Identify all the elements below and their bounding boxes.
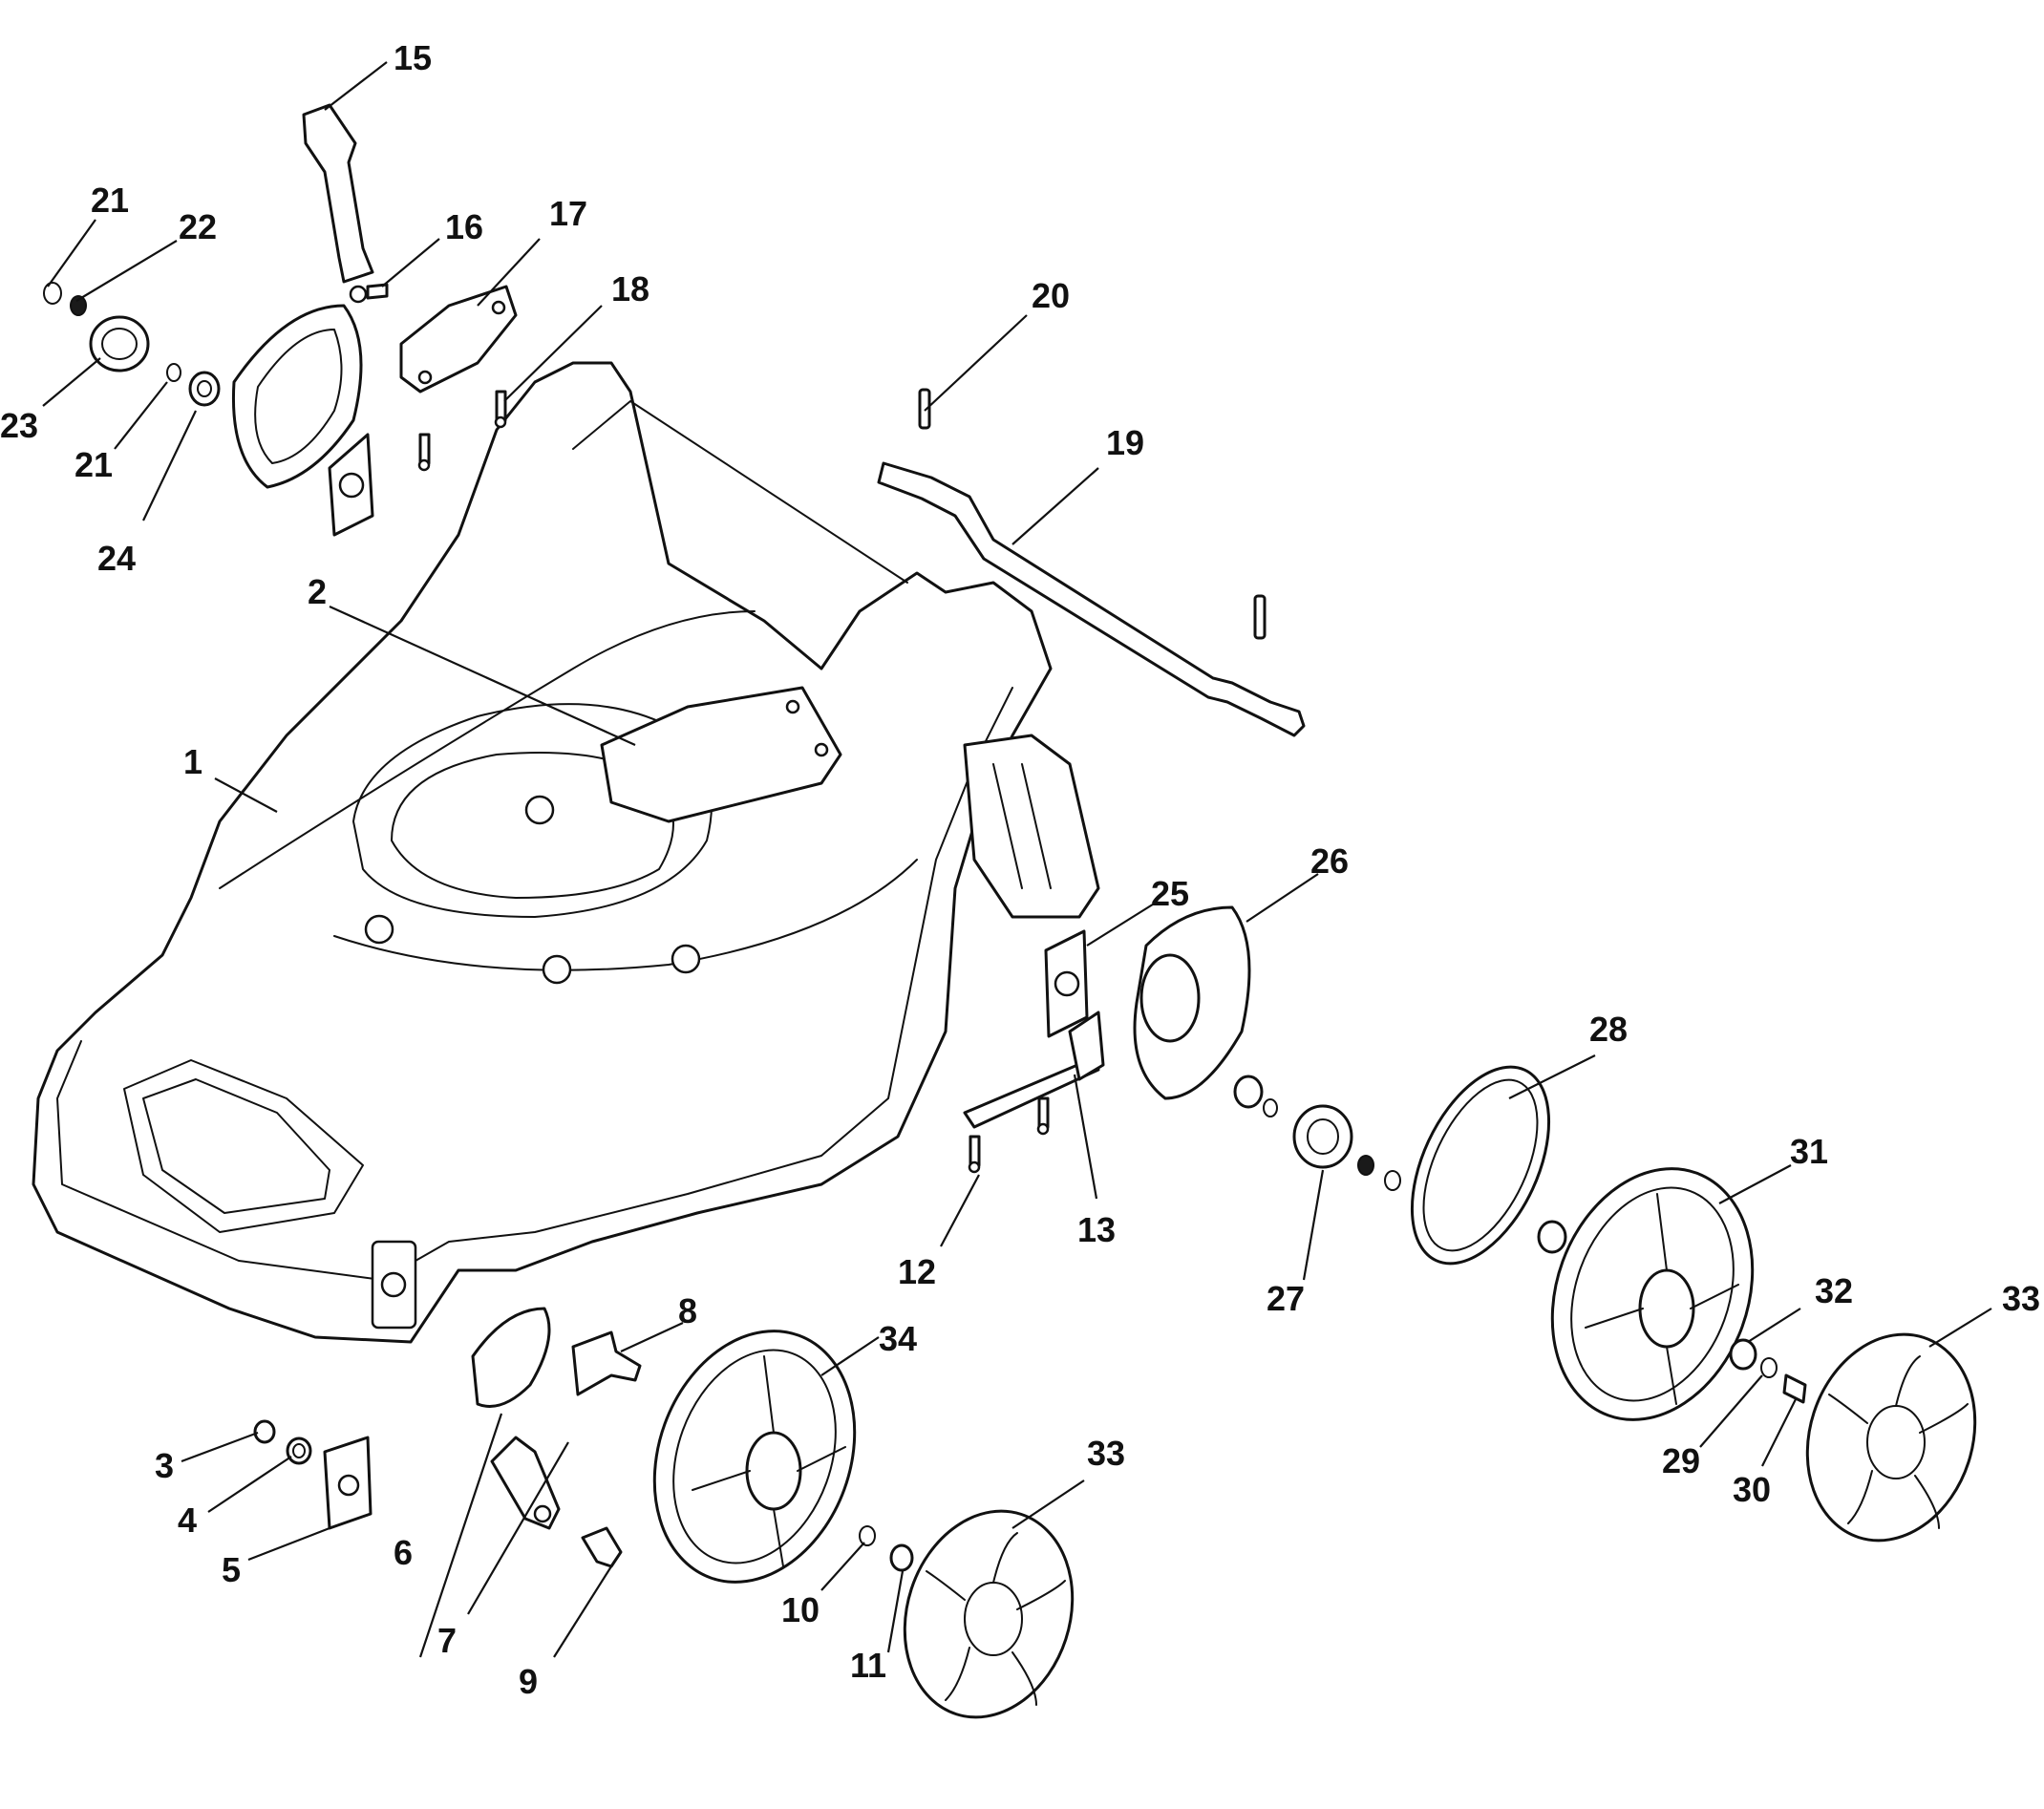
- callout-25: 25: [1151, 874, 1189, 913]
- circlip-21-b: [166, 363, 181, 382]
- callout-6: 6: [394, 1533, 413, 1572]
- callout-8: 8: [678, 1291, 697, 1330]
- callout-29: 29: [1662, 1441, 1700, 1480]
- callout-22: 22: [179, 207, 217, 246]
- callout-17: 17: [549, 194, 587, 233]
- screw-18: [494, 390, 507, 429]
- bolt-9: [581, 1526, 623, 1568]
- rear-axle-rod-19: [877, 461, 1306, 737]
- front-wheel-34: [652, 1330, 857, 1584]
- callout-33-right: 33: [2002, 1279, 2040, 1318]
- mower-deck: [32, 361, 1100, 1344]
- nut-11: [889, 1543, 914, 1572]
- callout-5: 5: [222, 1550, 241, 1589]
- callout-21-lower: 21: [75, 445, 113, 484]
- bolt-30: [1782, 1373, 1807, 1404]
- axle-8: [571, 1330, 642, 1396]
- callout-13: 13: [1077, 1210, 1116, 1249]
- callout-28: 28: [1589, 1010, 1628, 1049]
- callout-1: 1: [183, 742, 202, 781]
- spacer-28b: [1537, 1220, 1567, 1254]
- callout-15: 15: [394, 38, 432, 77]
- circlip-21-a: [43, 282, 62, 305]
- callout-labels: 15 21 22 16 17 18 23 21 24 20 19 2 1 26 …: [0, 38, 2040, 1701]
- callout-7: 7: [437, 1621, 457, 1660]
- hubcap-33-right: [1805, 1332, 1977, 1543]
- callout-18: 18: [611, 269, 649, 309]
- screw-13b: [1036, 1096, 1050, 1136]
- callout-19: 19: [1106, 423, 1144, 462]
- callout-21: 21: [91, 181, 129, 220]
- bracket-plate-small: [328, 433, 374, 537]
- callout-20: 20: [1032, 276, 1070, 315]
- screw-12: [968, 1135, 981, 1174]
- callout-23: 23: [0, 406, 38, 445]
- washer-27: [1357, 1155, 1401, 1191]
- gear-27: [1292, 1104, 1353, 1169]
- callout-31: 31: [1790, 1132, 1828, 1171]
- bracket-25: [1044, 929, 1089, 1038]
- washer-22: [70, 295, 87, 316]
- callout-26: 26: [1310, 841, 1349, 881]
- height-adjust-lever: [302, 103, 374, 284]
- lever-cover-17: [399, 285, 518, 394]
- screw-lever: [417, 433, 431, 472]
- bracket-5: [323, 1436, 373, 1530]
- callout-16: 16: [445, 207, 483, 246]
- bushing-3: [253, 1419, 276, 1444]
- callout-9: 9: [519, 1662, 538, 1701]
- callout-33-front: 33: [1087, 1434, 1125, 1473]
- bushing-32: [1729, 1338, 1757, 1371]
- washer-29: [1760, 1357, 1778, 1378]
- callout-32: 32: [1815, 1271, 1853, 1310]
- bolt-16: [349, 283, 389, 304]
- callout-30: 30: [1733, 1470, 1771, 1509]
- bushing-24: [188, 371, 221, 407]
- ring-gear-28: [1410, 1065, 1551, 1266]
- gear-23: [89, 315, 150, 372]
- front-bracket-plate: [231, 304, 363, 489]
- gear-housing-26: [1133, 905, 1251, 1100]
- internal-plate: [600, 686, 842, 823]
- callout-10: 10: [781, 1590, 820, 1629]
- callout-12: 12: [898, 1252, 936, 1291]
- pin-20-b: [1253, 594, 1267, 640]
- height-plate-6: [471, 1307, 551, 1408]
- lever-7: [490, 1436, 561, 1530]
- pin-20-a: [918, 388, 931, 430]
- callout-4: 4: [178, 1500, 197, 1540]
- washer-10: [859, 1525, 876, 1546]
- callout-34: 34: [879, 1319, 917, 1358]
- callout-3: 3: [155, 1446, 174, 1485]
- callout-24: 24: [97, 539, 136, 578]
- callout-27: 27: [1267, 1279, 1305, 1318]
- leader-lines: [42, 61, 1992, 1658]
- rear-wheel-31: [1550, 1167, 1755, 1421]
- bushing-27a: [1233, 1075, 1278, 1117]
- callout-2: 2: [308, 572, 327, 611]
- hubcap-33-front: [903, 1509, 1075, 1719]
- bracket-13: [963, 1011, 1105, 1129]
- callout-11: 11: [850, 1646, 886, 1685]
- washer-4: [286, 1437, 312, 1465]
